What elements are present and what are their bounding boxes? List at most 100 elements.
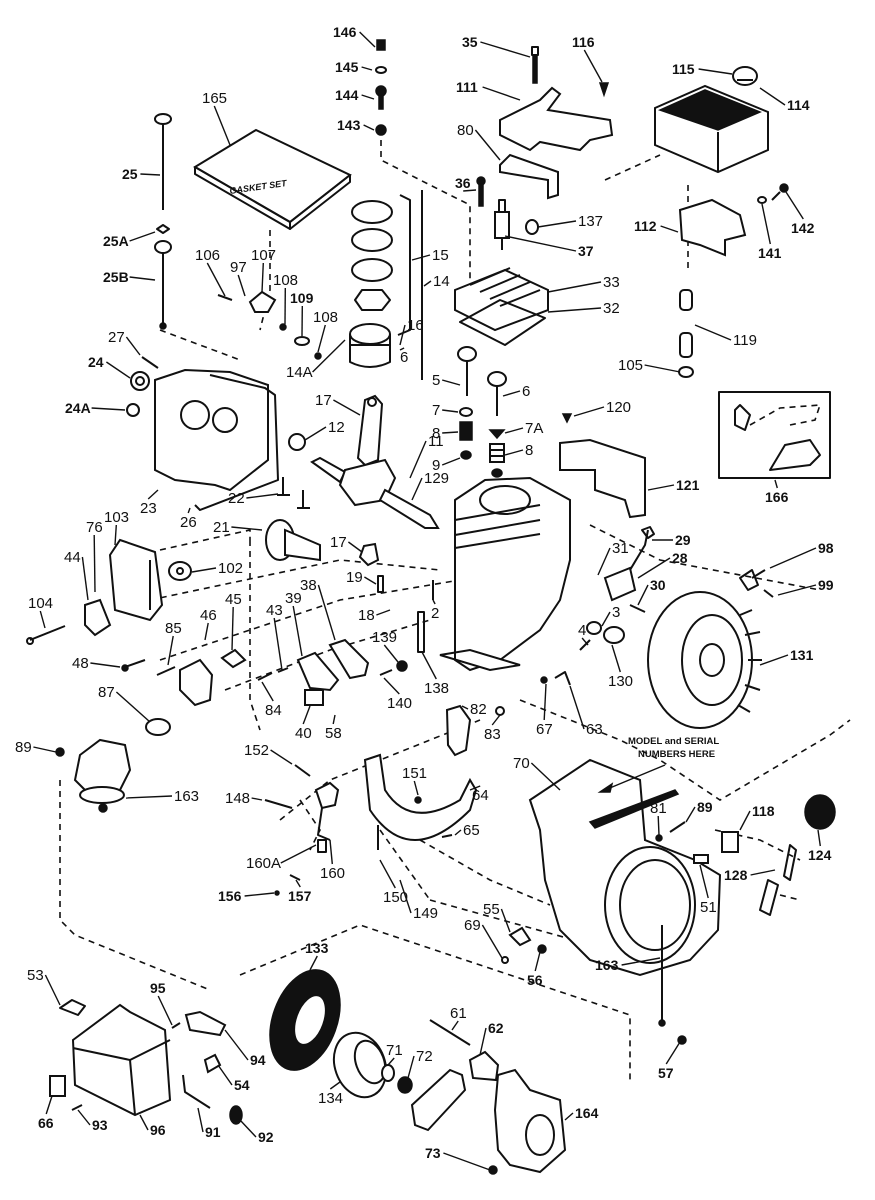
callout-leader-line xyxy=(317,324,326,353)
bracket-98-icon xyxy=(739,569,766,591)
callout-141: 141 xyxy=(758,203,782,261)
callout-leader-line xyxy=(469,785,481,791)
seal-24-icon xyxy=(130,371,150,391)
callout-label: 54 xyxy=(234,1077,250,1093)
callout-66: 66 xyxy=(38,1095,54,1131)
connecting-rod-icon xyxy=(356,394,384,467)
link-138-icon xyxy=(417,611,425,653)
callout-leader-line xyxy=(347,541,363,553)
callout-label: 9 xyxy=(432,457,440,474)
callout-label: 144 xyxy=(335,87,359,103)
callout-43: 43 xyxy=(266,602,283,671)
callout-leader-line xyxy=(637,557,671,579)
bracket-80-icon xyxy=(499,153,559,200)
callout-leader-line xyxy=(206,262,226,297)
callout-label: 25A xyxy=(103,233,129,249)
callout-leader-line xyxy=(187,507,191,514)
starter-handle-icon xyxy=(410,1068,467,1132)
callout-95: 95 xyxy=(150,980,173,1026)
callout-leader-line xyxy=(500,908,511,933)
spacer-45-icon xyxy=(220,648,247,669)
callout-leader-line xyxy=(482,86,521,101)
callout-leader-line xyxy=(491,714,501,726)
callout-61: 61 xyxy=(450,1005,467,1031)
cam-gear-icon xyxy=(265,519,321,562)
callout-label: 67 xyxy=(536,721,553,738)
piston-icon xyxy=(349,323,391,368)
callout-97: 97 xyxy=(230,259,247,297)
callout-leader-line xyxy=(399,879,412,914)
callout-18: 18 xyxy=(358,607,391,624)
callout-label: 92 xyxy=(258,1129,274,1145)
callout-leader-line xyxy=(292,605,303,657)
inset-box-166-icon xyxy=(718,391,831,479)
callout-134: 134 xyxy=(318,1081,343,1107)
callout-leader-line xyxy=(407,1055,415,1079)
callout-35: 35 xyxy=(462,34,531,58)
callout-leader-line xyxy=(421,651,437,680)
callout-label: 63 xyxy=(586,721,603,738)
callout-label: 8 xyxy=(525,442,533,459)
callout-leader-line xyxy=(304,426,327,441)
grommet-92-icon xyxy=(229,1105,243,1125)
callout-label: 30 xyxy=(650,577,666,593)
callout-leader-line xyxy=(147,489,159,500)
callout-leader-line xyxy=(481,924,503,959)
handle-128-icon xyxy=(759,844,797,916)
callout-163b: 163 xyxy=(595,957,661,973)
link-91-icon xyxy=(182,1074,211,1109)
callout-label: 157 xyxy=(288,888,312,904)
callout-leader-line xyxy=(583,49,603,83)
callout-leader-line xyxy=(280,844,317,864)
washer-3-icon xyxy=(586,621,602,635)
callout-leader-line xyxy=(694,324,732,341)
callout-23: 23 xyxy=(140,489,159,517)
callout-label: 145 xyxy=(335,59,359,75)
air-filter-38-icon xyxy=(328,638,370,680)
screw-85-icon xyxy=(156,666,176,676)
screw-116-icon xyxy=(598,82,610,98)
callout-leader-line xyxy=(637,584,649,606)
screw-93-icon xyxy=(71,1104,83,1111)
callout-leader-line xyxy=(657,815,660,836)
label-53-icon xyxy=(59,999,86,1016)
callout-91: 91 xyxy=(197,1107,221,1140)
callout-73: 73 xyxy=(425,1145,491,1171)
callout-55: 55 xyxy=(483,901,511,933)
callout-46: 46 xyxy=(200,607,217,641)
callout-53: 53 xyxy=(27,967,61,1006)
callout-leader-line xyxy=(504,449,524,456)
carburetor-icon xyxy=(73,738,132,813)
callout-label: 95 xyxy=(150,980,166,996)
callout-label: 56 xyxy=(527,972,543,988)
screw-95-icon xyxy=(171,1022,181,1029)
callout-leader-line xyxy=(139,1114,149,1131)
fill-tube-25b-icon xyxy=(154,240,172,330)
callout-label: 96 xyxy=(150,1122,166,1138)
callout-36: 36 xyxy=(455,175,477,192)
shield-121-icon xyxy=(559,438,646,519)
callout-leader-line xyxy=(660,225,679,233)
callout-leader-line xyxy=(376,609,391,616)
callout-label: 71 xyxy=(386,1042,403,1059)
callout-label: 25 xyxy=(122,166,138,182)
callout-label: 17 xyxy=(315,392,332,409)
callout-label: 107 xyxy=(251,247,276,264)
pin-4-icon xyxy=(579,639,591,651)
callout-leader-line xyxy=(698,68,733,75)
callout-56: 56 xyxy=(527,951,543,988)
callout-leader-line xyxy=(197,1107,204,1133)
valve-spring-8b-icon xyxy=(489,443,505,463)
callout-137: 137 xyxy=(537,213,603,230)
callout-label: 2 xyxy=(431,605,439,622)
callout-label: 61 xyxy=(450,1005,467,1022)
guard-82-icon xyxy=(445,704,472,757)
callout-109: 109 xyxy=(290,290,314,337)
callout-label: 111 xyxy=(456,79,478,95)
callout-leader-line xyxy=(359,31,376,48)
screw-73-icon xyxy=(488,1165,498,1175)
air-filter-39-icon xyxy=(296,651,340,692)
callout-label: 103 xyxy=(104,509,129,526)
callout-leader-line xyxy=(302,705,311,725)
